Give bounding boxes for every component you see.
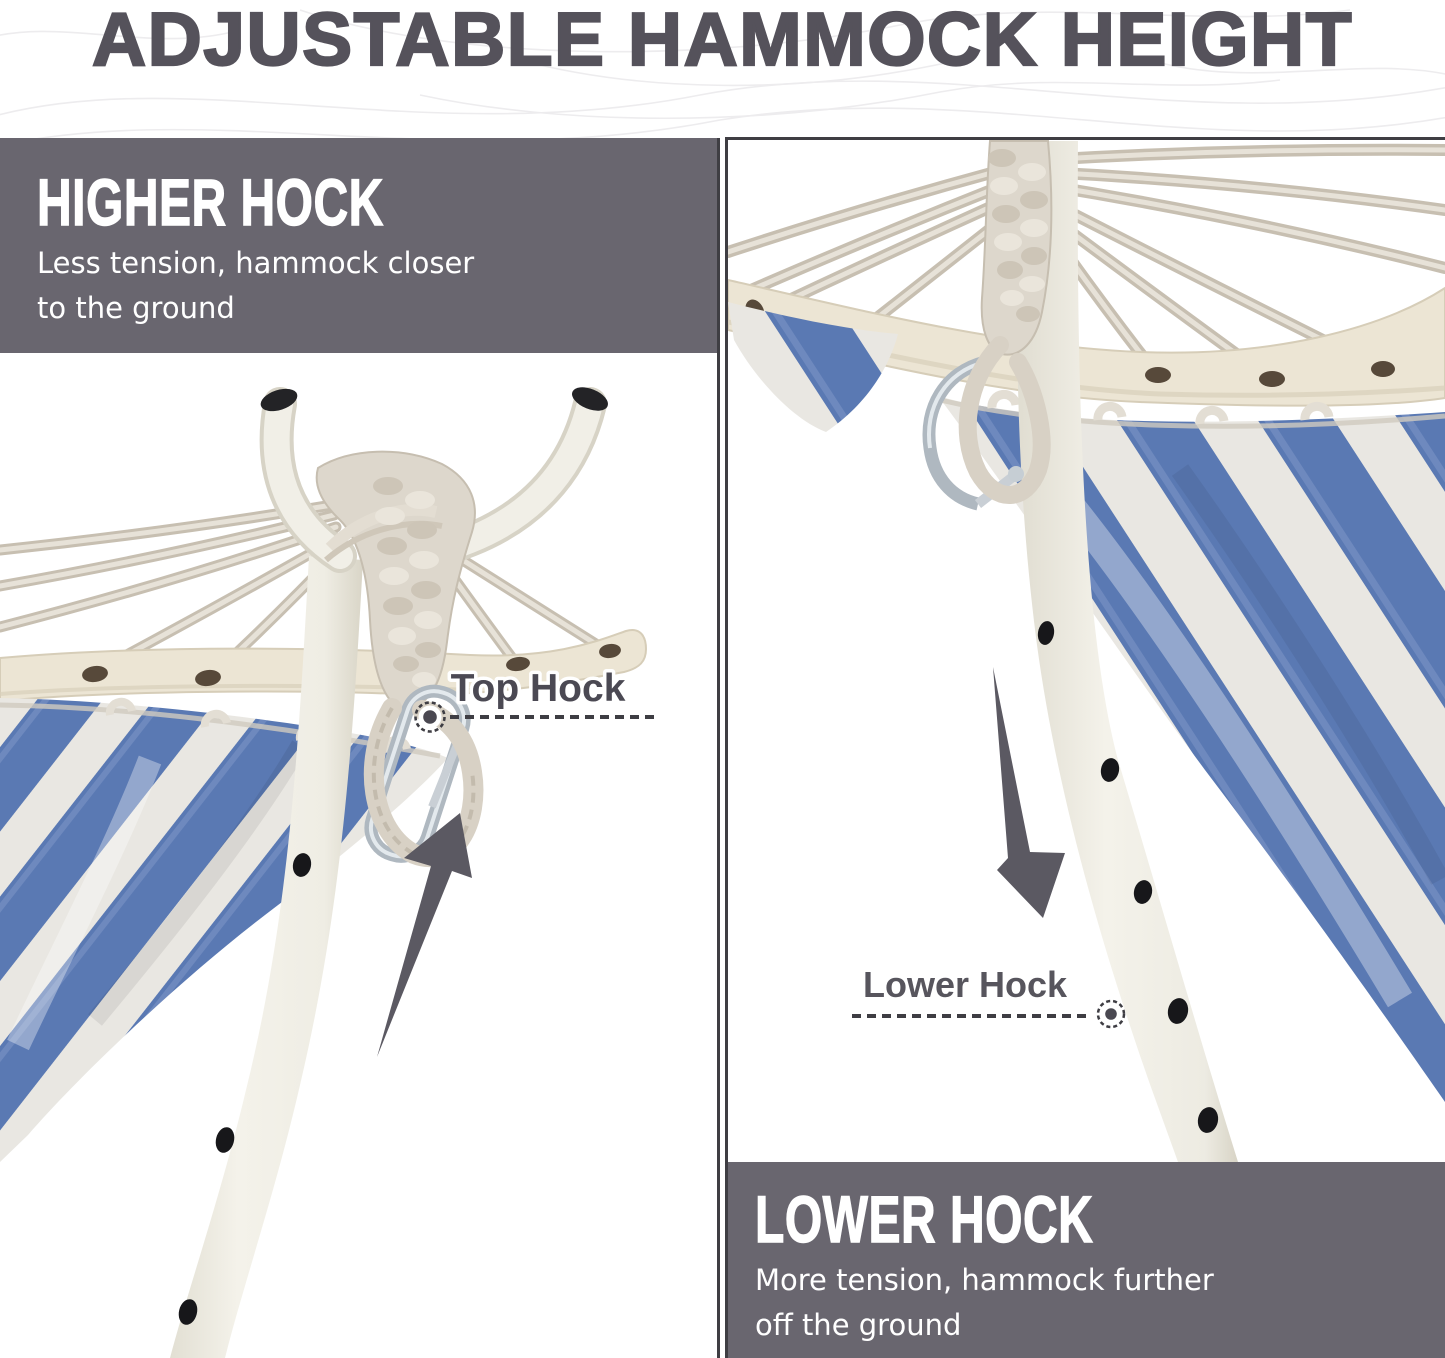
top-hock-callout: Top Hock <box>414 664 658 733</box>
higher-hock-heading: HIGHER HOCK <box>37 166 384 240</box>
braid-texture <box>373 477 442 688</box>
pole-holes-right <box>1037 621 1219 1133</box>
page-title: ADJUSTABLE HAMMOCK HEIGHT <box>91 0 1354 81</box>
down-arrow-icon <box>993 667 1065 918</box>
left-panel-border <box>717 138 720 1358</box>
carabiner-icon <box>364 684 471 863</box>
lower-hock-photo: Lower Hock <box>728 140 1445 1162</box>
pole-holes-left <box>178 853 312 1325</box>
lower-hock-heading: LOWER HOCK <box>754 1183 1094 1257</box>
fabric-left-piece <box>728 302 898 432</box>
lower-hock-infobox: LOWER HOCK More tension, hammock further… <box>728 1162 1445 1358</box>
lower-hock-label: Lower Hock <box>863 964 1068 1005</box>
prong-cap-right-icon <box>571 387 609 411</box>
lower-hock-callout: Lower Hock <box>852 964 1126 1029</box>
topo-pattern <box>0 9 1445 147</box>
bar-holes-left <box>82 643 621 687</box>
right-panel-top-border <box>725 137 1445 140</box>
stand-pole-left <box>170 556 363 1358</box>
rope-knot-right <box>922 140 1053 511</box>
up-arrow-icon <box>377 813 472 1057</box>
stand-pole-right <box>1017 141 1238 1162</box>
top-hock-label: Top Hock <box>451 667 626 710</box>
right-panel-left-border <box>725 137 728 1358</box>
higher-hock-infobox: HIGHER HOCK Less tension, hammock closer… <box>0 138 719 353</box>
braid-texture-right <box>988 149 1048 322</box>
higher-hock-photo: Top Hock <box>0 387 658 1358</box>
prong-cap-left-icon <box>260 388 298 412</box>
fabric-ties-right <box>987 389 1334 425</box>
